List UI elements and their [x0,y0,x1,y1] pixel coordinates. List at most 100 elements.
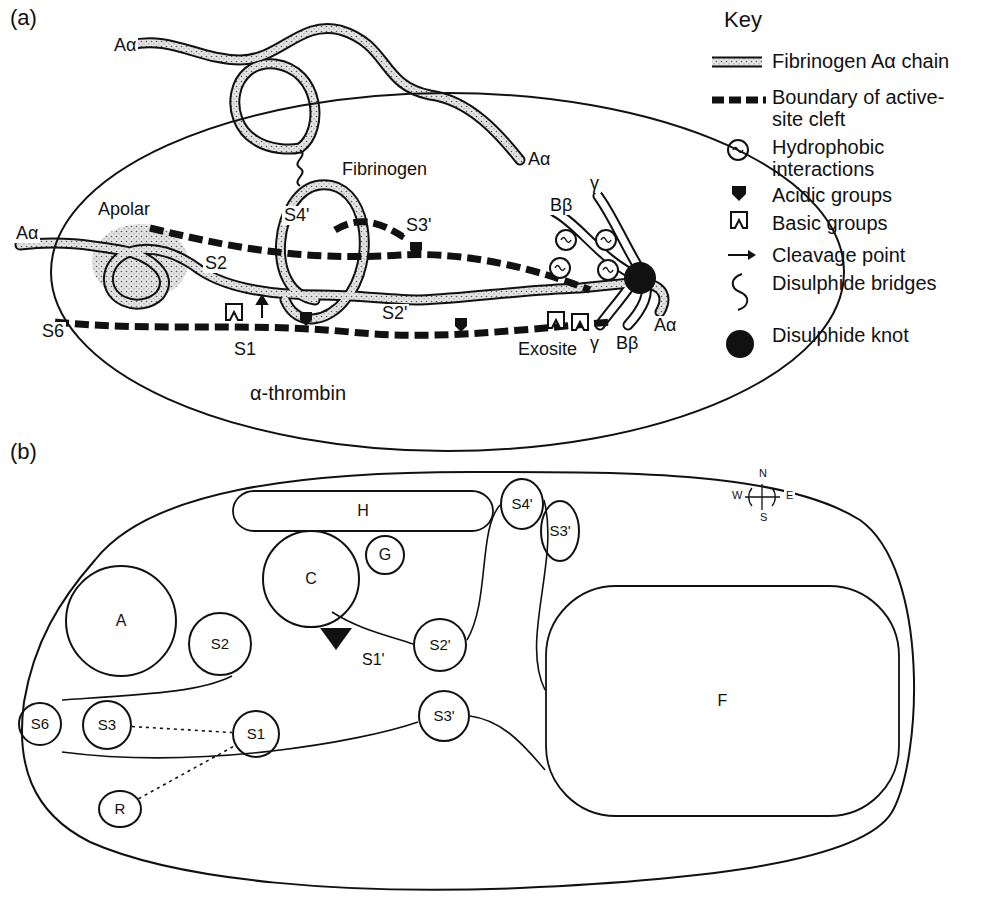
subsite-label: S4' [282,206,311,225]
outline-shape [263,531,359,627]
chain-outlines [20,28,664,325]
compass-letter: S [758,512,769,524]
subsite-label: S6 [40,322,66,341]
outline-shape [366,536,404,574]
outline-shape [233,491,493,531]
node-label: G [379,546,391,564]
subsite-label: S2 [203,254,229,273]
s1-prime-triangle [320,628,352,650]
legend-item: Boundary of active-site cleft [772,86,972,130]
legend-item: Disulphide knot [772,324,972,346]
compass-letter: W [730,490,744,502]
panel-letter: (b) [8,440,39,463]
outline-shape [66,566,176,676]
outline-shape [233,711,279,757]
legend-title: Key [722,8,764,31]
site-box: H [232,490,494,532]
disulphide-bridge [297,150,302,186]
chain-label: Aα [112,36,138,55]
outline-shape [414,619,466,671]
chain-label: Bβ [548,196,574,215]
dotted-connector [132,727,232,733]
subsite-label: S1' [360,652,387,669]
molecule-label: Fibrinogen [340,160,429,179]
outline-shape [419,691,469,741]
legend-text: Acidic groups [772,184,892,206]
outline-shape [83,701,131,749]
outline-shape [51,93,844,451]
node-label: S4' [511,496,532,513]
outline-shape [99,791,141,827]
legend-item: Hydrophobic interactions [772,136,972,180]
subsite-circle: S4' [500,478,544,530]
outline-shape [501,479,543,529]
chain-label: γ [588,334,601,353]
compass-rose [745,484,780,510]
node-outline [50,92,845,452]
node-label: S3 [98,717,116,734]
node-label: S3' [549,523,570,540]
node-label: S1 [247,726,265,743]
cleft-lines [62,500,548,770]
node-label: A [116,612,127,630]
node-label: F [718,692,728,710]
subsite-ellipse: S3' [540,500,580,562]
hydrophobic-interactions [550,230,618,280]
node-label: S2 [211,636,229,653]
node-label: R [115,801,126,818]
node-label: S6 [31,716,49,733]
legend-text: Hydrophobic interactions [772,136,884,180]
outline-shape [546,586,899,816]
legend-text: Cleavage point [772,244,905,266]
subsite-circle: S1 [232,710,280,758]
acidic-groups [300,242,467,332]
legend-text: Disulphide knot [772,324,909,346]
outline-shape [189,613,251,675]
site-circle: R [98,790,142,828]
subsite-label: S1 [232,340,258,359]
outline-shape [19,703,61,745]
legend-text: Boundary of active-site cleft [772,86,944,130]
disulphide-knot [624,262,656,294]
legend-text: Disulphide bridges [772,272,937,294]
chain-label: Aα [652,316,678,335]
subsite-circle: S2' [413,618,467,672]
legend-item: Cleavage point [772,244,972,266]
compass-letter: E [784,490,795,502]
chain-label: γ [588,174,601,193]
basic-groups [226,304,588,330]
legend-item: Basic groups [772,212,972,234]
chain-label: Aα [14,224,40,243]
hydrophobic-marks [555,238,613,273]
site-circle: C [262,530,360,628]
cleft-boundary [55,222,610,336]
thrombin-ellipse: α-thrombin [50,92,845,452]
outline-shape [541,501,579,561]
subsite-circle: S2 [188,612,252,676]
dotted-connector [139,746,235,799]
node-label: S3' [433,708,454,725]
region-label: Apolar [96,200,152,219]
cleavage-point [257,296,267,318]
subsite-circle: S3' [418,690,470,742]
node-label: S2' [429,637,450,654]
legend-symbols [712,62,766,358]
chain-fills-bg [555,196,646,325]
node-label: H [357,502,369,520]
subsite-circle: S6 [18,702,62,746]
region-label: Exosite [516,340,579,359]
compass-letter: N [757,468,769,480]
legend-item: Fibrinogen Aα chain [772,50,972,72]
site-region: F [545,585,900,817]
chain-label: Aα [526,150,552,169]
subsite-label: S2' [380,304,409,323]
panel-letter: (a) [8,6,39,29]
legend-item: Disulphide bridges [772,272,972,294]
thrombin-outline [22,472,914,890]
site-circle: G [365,535,405,575]
legend-item: Acidic groups [772,184,972,206]
subsite-circle: S3 [82,700,132,750]
